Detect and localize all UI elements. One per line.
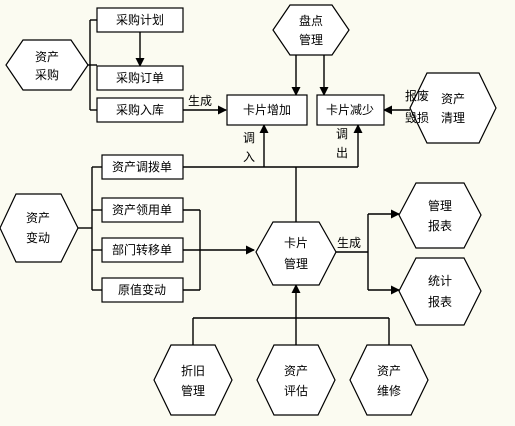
hex-asset-eval-line1: 资产 — [284, 364, 308, 378]
hex-mgmt-report: 管理 报表 — [398, 182, 482, 249]
hex-asset-purchase-line1: 资产 — [35, 50, 59, 64]
hex-asset-repair-line1: 资产 — [377, 364, 401, 378]
edge-label-transfer-out-line1: 调 — [336, 127, 348, 141]
hex-depreciation: 折旧 管理 — [153, 344, 233, 416]
edge-label-scrap-line2: 毁损 — [405, 110, 429, 125]
box-card-reduce-label: 卡片减少 — [326, 103, 374, 117]
edge-label-scrap-line1: 报废 — [405, 88, 429, 103]
hex-mgmt-report-line2: 报表 — [428, 218, 452, 233]
hex-asset-eval: 资产 评估 — [256, 344, 336, 416]
box-purchase-inbound: 采购入库 — [96, 97, 184, 123]
hex-card-mgmt-line2: 管理 — [284, 256, 308, 271]
box-purchase-order: 采购订单 — [96, 65, 184, 91]
edge-label-transfer-in-line2: 入 — [243, 150, 255, 164]
hex-stat-report-line1: 统计 — [428, 274, 452, 288]
edge-label-generate-right: 生成 — [337, 236, 361, 250]
box-dept-transfer: 部门转移单 — [101, 237, 184, 263]
box-purchase-plan: 采购计划 — [96, 7, 184, 33]
box-purchase-inbound-label: 采购入库 — [116, 102, 164, 117]
hex-asset-repair-line2: 维修 — [377, 383, 401, 398]
connectors — [78, 19, 410, 345]
hex-card-mgmt: 卡片 管理 — [255, 221, 337, 286]
hex-depreciation-line1: 折旧 — [181, 363, 205, 378]
hex-asset-repair: 资产 维修 — [349, 344, 429, 416]
hex-asset-purchase: 资产 采购 — [5, 39, 89, 91]
hex-inventory: 盘点 管理 — [272, 4, 350, 56]
edge-label-generate-top: 生成 — [188, 94, 212, 108]
box-asset-claim-label: 资产领用单 — [112, 203, 172, 217]
box-value-change-label: 原值变动 — [118, 282, 166, 297]
hex-asset-cleanup-line1: 资产 — [441, 92, 465, 106]
hex-depreciation-line2: 管理 — [181, 383, 205, 398]
hex-asset-change-line1: 资产 — [26, 211, 50, 225]
hex-asset-cleanup: 资产 清理 — [409, 72, 497, 144]
box-purchase-plan-label: 采购计划 — [116, 12, 164, 27]
box-purchase-order-label: 采购订单 — [116, 70, 164, 85]
hex-inventory-line1: 盘点 — [299, 13, 323, 28]
hex-card-mgmt-line1: 卡片 — [284, 236, 308, 250]
box-card-add-label: 卡片增加 — [243, 103, 291, 117]
edge-label-transfer-in-line1: 调 — [243, 131, 255, 145]
hex-asset-purchase-line2: 采购 — [35, 67, 59, 82]
edge-label-transfer-out-line2: 出 — [336, 146, 348, 160]
box-card-reduce: 卡片减少 — [316, 94, 385, 126]
box-asset-transfer-label: 资产调拨单 — [112, 160, 172, 174]
box-card-add: 卡片增加 — [226, 94, 308, 126]
box-asset-transfer: 资产调拨单 — [101, 154, 184, 180]
hex-asset-change: 资产 变动 — [0, 193, 79, 263]
hex-stat-report: 统计 报表 — [398, 257, 482, 326]
hex-stat-report-line2: 报表 — [428, 294, 452, 309]
box-value-change: 原值变动 — [101, 277, 184, 303]
box-asset-claim: 资产领用单 — [101, 197, 184, 223]
hex-inventory-line2: 管理 — [299, 32, 323, 47]
hex-asset-cleanup-line2: 清理 — [441, 111, 465, 125]
hex-asset-eval-line2: 评估 — [284, 384, 308, 398]
hex-asset-change-line2: 变动 — [26, 230, 50, 245]
box-dept-transfer-label: 部门转移单 — [112, 242, 172, 257]
hex-mgmt-report-line1: 管理 — [428, 198, 452, 213]
